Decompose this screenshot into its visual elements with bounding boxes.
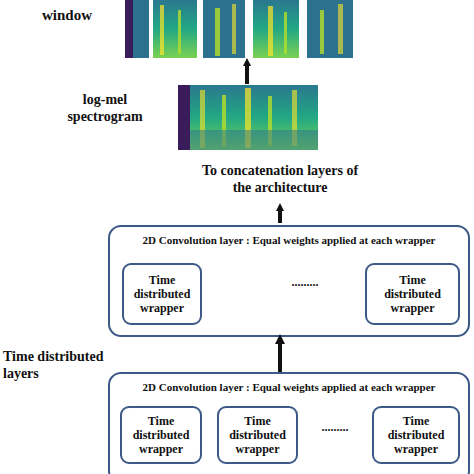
wrapper-box: Time distributed wrapper: [372, 406, 460, 464]
layer-box: 2D Convolution layer : Equal weights app…: [108, 372, 470, 474]
wrapper-label: Time distributed wrapper: [124, 273, 200, 315]
wrapper-label: Time distributed wrapper: [374, 414, 458, 456]
layers-label: Time distributed layers: [3, 349, 121, 383]
wrapper-box: Time distributed wrapper: [365, 263, 460, 325]
layer-title: 2D Convolution layer : Equal weights app…: [110, 381, 468, 393]
wrapper-box: Time distributed wrapper: [120, 406, 202, 464]
spectrogram-label: log-mel spectrogram: [55, 92, 155, 126]
flow-arrow: [245, 62, 249, 84]
ellipsis: .........: [300, 420, 370, 434]
window-spectrograms: [125, 0, 353, 58]
output-note: To concatenation layers of the architect…: [195, 163, 365, 197]
flow-arrow: [278, 207, 282, 223]
flow-arrow: [278, 339, 282, 372]
wrapper-label: Time distributed wrapper: [219, 414, 296, 456]
wrapper-box: Time distributed wrapper: [217, 406, 298, 464]
layer-box: 2D Convolution layer : Equal weights app…: [108, 225, 470, 337]
log-mel-spectrogram-image: [178, 85, 318, 150]
wrapper-box: Time distributed wrapper: [122, 263, 202, 325]
ellipsis: .........: [270, 275, 340, 289]
wrapper-label: Time distributed wrapper: [367, 273, 458, 315]
window-label: window: [22, 6, 112, 24]
wrapper-label: Time distributed wrapper: [122, 414, 200, 456]
layer-title: 2D Convolution layer : Equal weights app…: [110, 234, 468, 246]
